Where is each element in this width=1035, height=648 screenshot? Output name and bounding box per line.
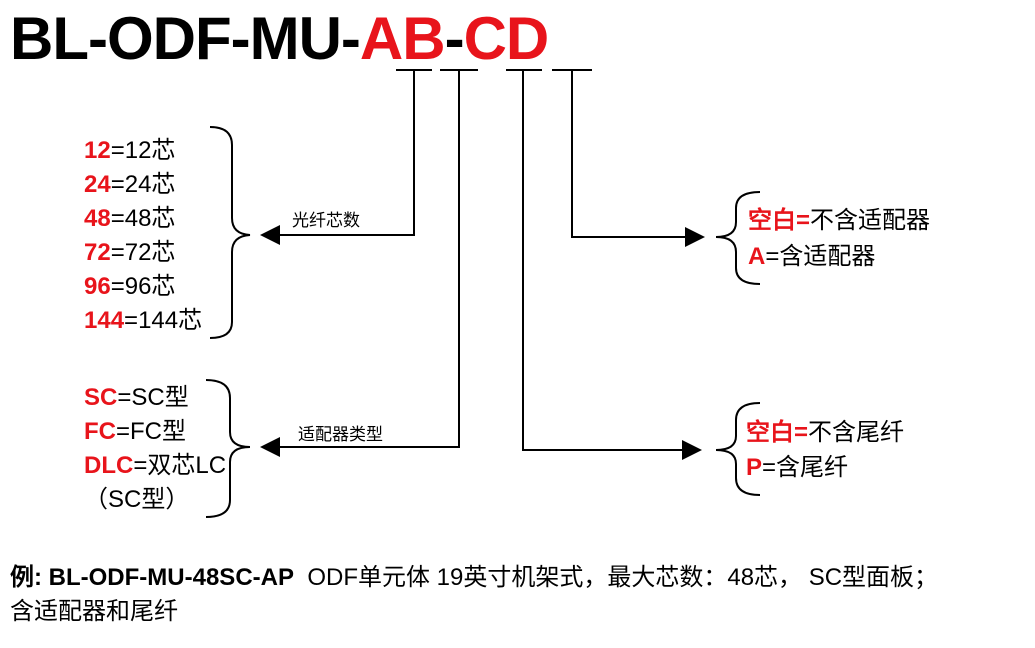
adapter-type-dlc: DLC=双芯LC (84, 449, 226, 483)
adapter-type-label: 适配器类型 (298, 425, 383, 444)
adapter-type-fc: FC=FC型 (84, 415, 186, 449)
option-desc: =双芯LC (133, 452, 227, 479)
adapter-type-brace (205, 379, 251, 518)
fiber-option-24: 24=24芯 (84, 168, 175, 202)
title-field-d: D (505, 5, 549, 72)
fiber-count-brace (209, 126, 251, 339)
adapter-option-none: 空白=不含适配器 (748, 204, 930, 238)
example-line: 例: BL-ODF-MU-48SC-AP ODF单元体 19英寸机架式，最大芯数… (10, 562, 938, 594)
pigtail-option-p: P=含尾纤 (746, 451, 848, 485)
adapter-option-a: A=含适配器 (748, 240, 875, 274)
option-desc: =含尾纤 (762, 454, 849, 481)
option-code: 72 (84, 239, 111, 266)
option-code: 96 (84, 273, 111, 300)
fiber-option-72: 72=72芯 (84, 236, 175, 270)
connector-c (522, 70, 702, 460)
option-desc: =144芯 (124, 307, 203, 334)
fiber-option-48: 48=48芯 (84, 202, 175, 236)
title-field-a: A (359, 5, 403, 72)
pigtail-option-none: 空白=不含尾纤 (746, 416, 904, 450)
adapter-type-sc: SC=SC型 (84, 381, 189, 415)
option-code: 24 (84, 171, 111, 198)
option-desc: =含适配器 (765, 243, 876, 270)
model-code-title: BL-ODF-MU-AB-CD (10, 4, 549, 74)
option-desc: =12芯 (110, 137, 176, 164)
option-code: FC (84, 418, 116, 445)
example-text: ODF单元体 19英寸机架式，最大芯数：48芯， SC型面板； (307, 564, 939, 591)
option-desc: 不含尾纤 (808, 419, 905, 446)
option-code: A (748, 243, 766, 270)
adapter-type-dlc-note: （SC型） (84, 486, 190, 513)
connector-d (571, 70, 705, 247)
option-desc: =24芯 (110, 171, 176, 198)
fiber-count-label: 光纤芯数 (292, 211, 360, 230)
connector-b (260, 70, 460, 457)
option-code: 12 (84, 137, 111, 164)
option-code: 空白= (746, 419, 809, 446)
connector-a (260, 70, 415, 245)
title-field-c: C (463, 5, 507, 72)
example-text-line2: 含适配器和尾纤 (10, 598, 178, 625)
fiber-option-144: 144=144芯 (84, 304, 202, 338)
option-code: 空白= (748, 207, 811, 234)
option-code: DLC (84, 452, 134, 479)
title-prefix: BL-ODF-MU- (10, 5, 361, 72)
option-code: SC (84, 384, 118, 411)
option-desc: 不含适配器 (810, 207, 931, 234)
option-desc: =72芯 (110, 239, 176, 266)
option-desc: =FC型 (116, 418, 187, 445)
fiber-option-12: 12=12芯 (84, 134, 175, 168)
option-code: P (746, 454, 763, 481)
pigtail-option-brace (715, 402, 761, 496)
option-desc: =48芯 (110, 205, 176, 232)
example-label: 例: BL-ODF-MU-48SC-AP (10, 564, 294, 591)
option-desc: =SC型 (117, 384, 189, 411)
option-desc: =96芯 (110, 273, 176, 300)
fiber-option-96: 96=96芯 (84, 270, 175, 304)
option-code: 144 (84, 307, 125, 334)
title-dash: - (444, 5, 465, 72)
adapter-option-brace (715, 191, 761, 285)
option-code: 48 (84, 205, 111, 232)
title-field-b: B (402, 5, 445, 72)
